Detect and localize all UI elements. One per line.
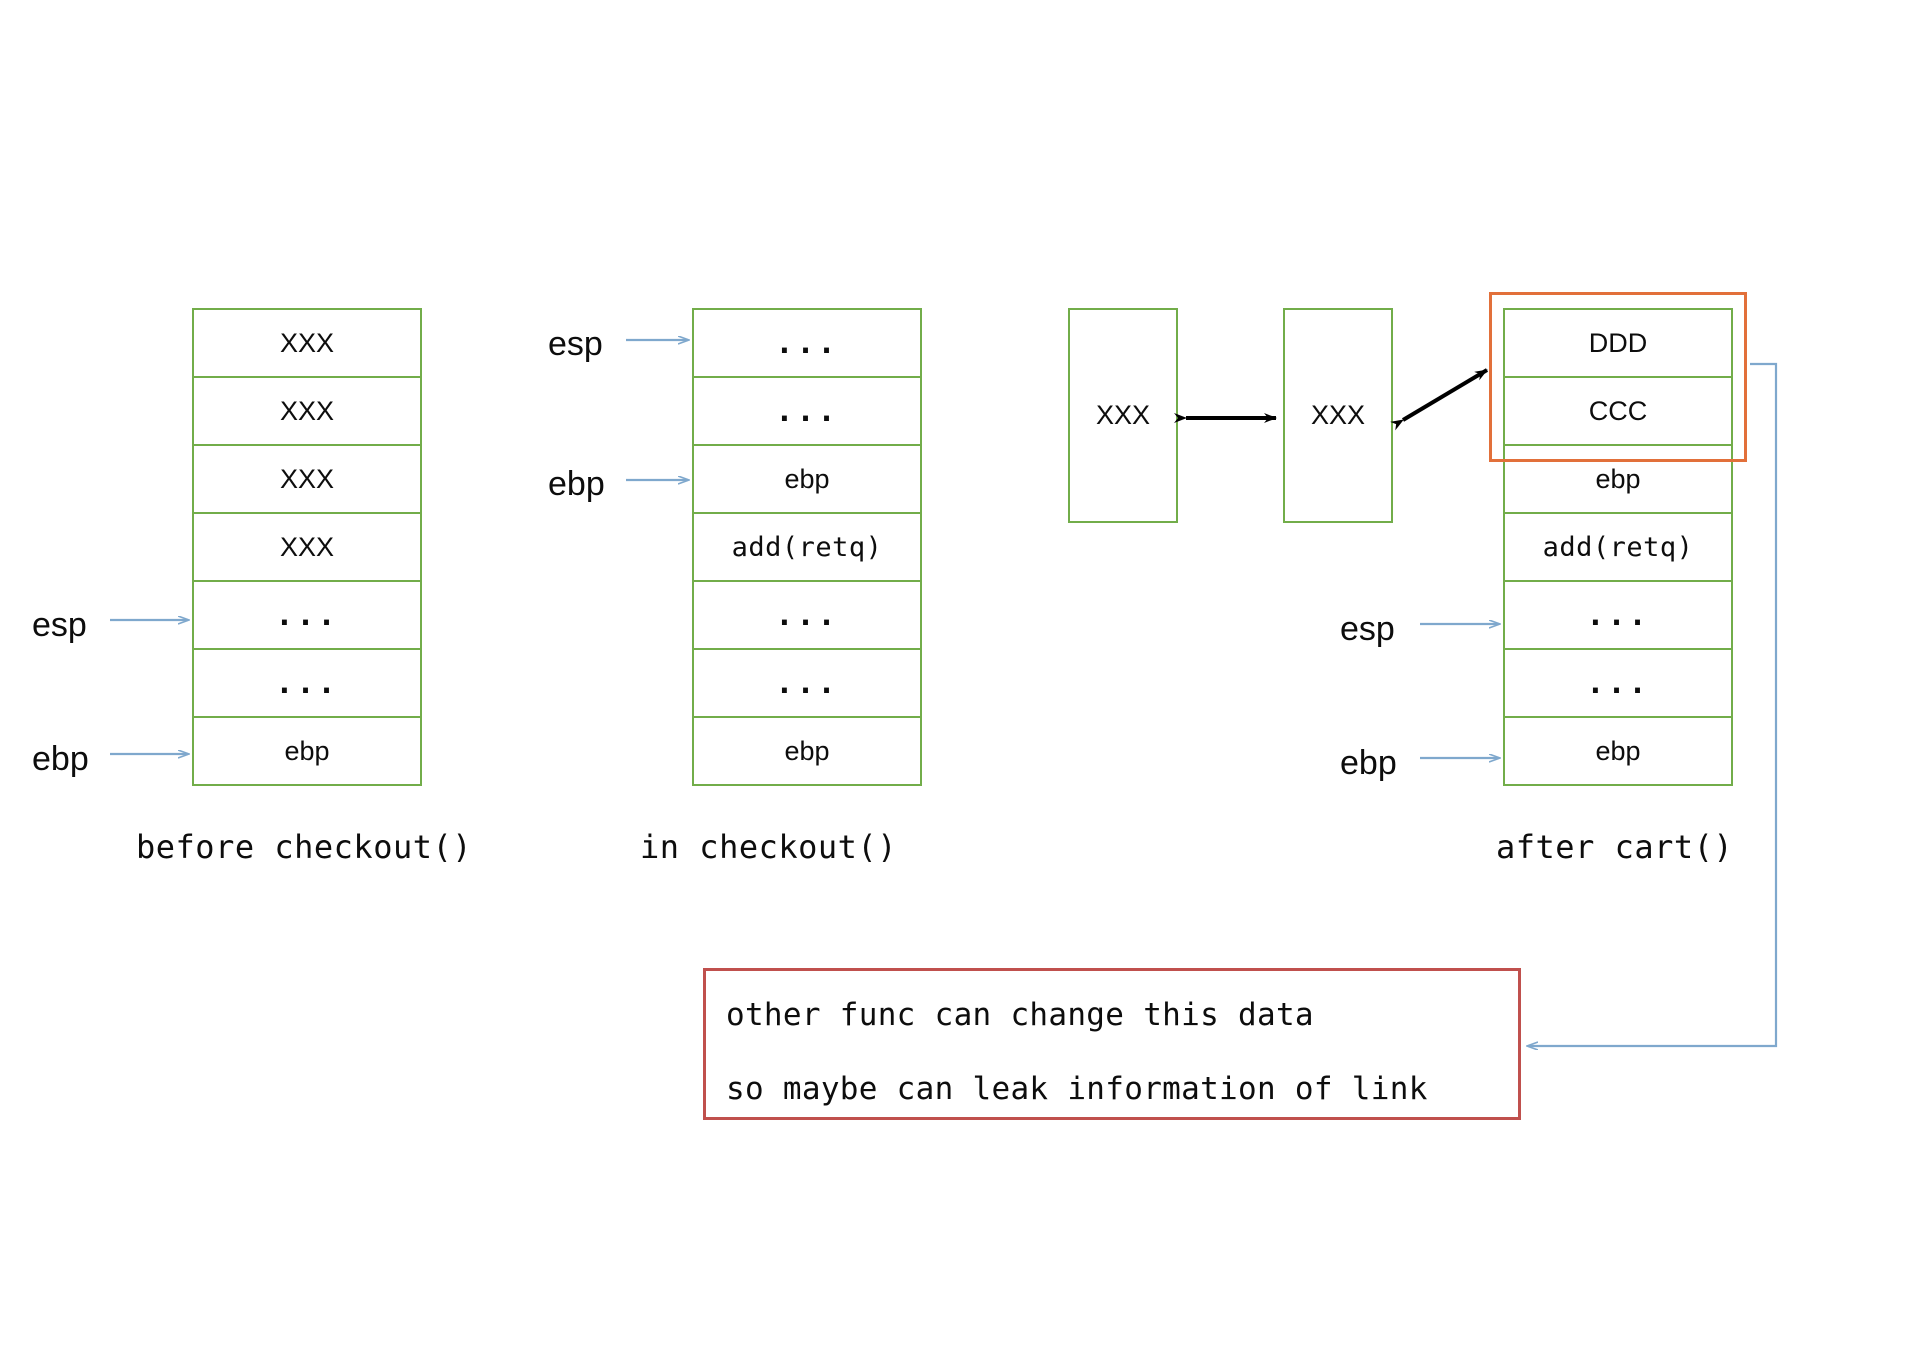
stack-cell: XXX — [192, 444, 422, 514]
register-label-ebp: ebp — [32, 740, 89, 778]
stack-before-checkout: XXX XXX XXX XXX ... ... ebp — [192, 308, 422, 786]
register-label-esp: esp — [1340, 610, 1395, 648]
stack-cell: ebp — [692, 444, 922, 514]
stack-cell: XXX — [192, 512, 422, 582]
stack-after-cart: DDD CCC ebp add(retq) ... ... ebp — [1503, 308, 1733, 786]
stack-cell: ebp — [1503, 444, 1733, 514]
note-box: other func can change this data so maybe… — [703, 968, 1521, 1120]
stack-cell: ... — [692, 376, 922, 446]
stack-cell: ... — [692, 580, 922, 650]
stack-cell: ... — [1503, 648, 1733, 718]
stack-cell: add(retq) — [1503, 512, 1733, 582]
link-arrow-node2-highlight — [1390, 368, 1489, 431]
register-label-esp: esp — [548, 325, 603, 363]
stack-cell: ... — [192, 648, 422, 718]
stack-cell: add(retq) — [692, 512, 922, 582]
stack-caption-in-checkout: in checkout() — [640, 828, 897, 866]
register-label-esp: esp — [32, 606, 87, 644]
stack-cell: CCC — [1503, 376, 1733, 446]
link-node-1: XXX — [1068, 308, 1178, 523]
note-line-1: other func can change this data — [726, 997, 1314, 1033]
stack-cell: ... — [692, 648, 922, 718]
register-label-ebp: ebp — [1340, 744, 1397, 782]
stack-cell: XXX — [192, 376, 422, 446]
stack-cell: DDD — [1503, 308, 1733, 378]
stack-cell: ebp — [192, 716, 422, 786]
stack-cell: ... — [192, 580, 422, 650]
stack-caption-before-checkout: before checkout() — [136, 828, 473, 866]
link-node-2: XXX — [1283, 308, 1393, 523]
stack-cell: ebp — [692, 716, 922, 786]
stack-caption-after-cart: after cart() — [1496, 828, 1734, 866]
stack-in-checkout: ... ... ebp add(retq) ... ... ebp — [692, 308, 922, 786]
register-label-ebp: ebp — [548, 465, 605, 503]
note-line-2: so maybe can leak information of link — [726, 1071, 1428, 1107]
stack-cell: ebp — [1503, 716, 1733, 786]
stack-cell: XXX — [192, 308, 422, 378]
stack-cell: ... — [1503, 580, 1733, 650]
stack-cell: ... — [692, 308, 922, 378]
